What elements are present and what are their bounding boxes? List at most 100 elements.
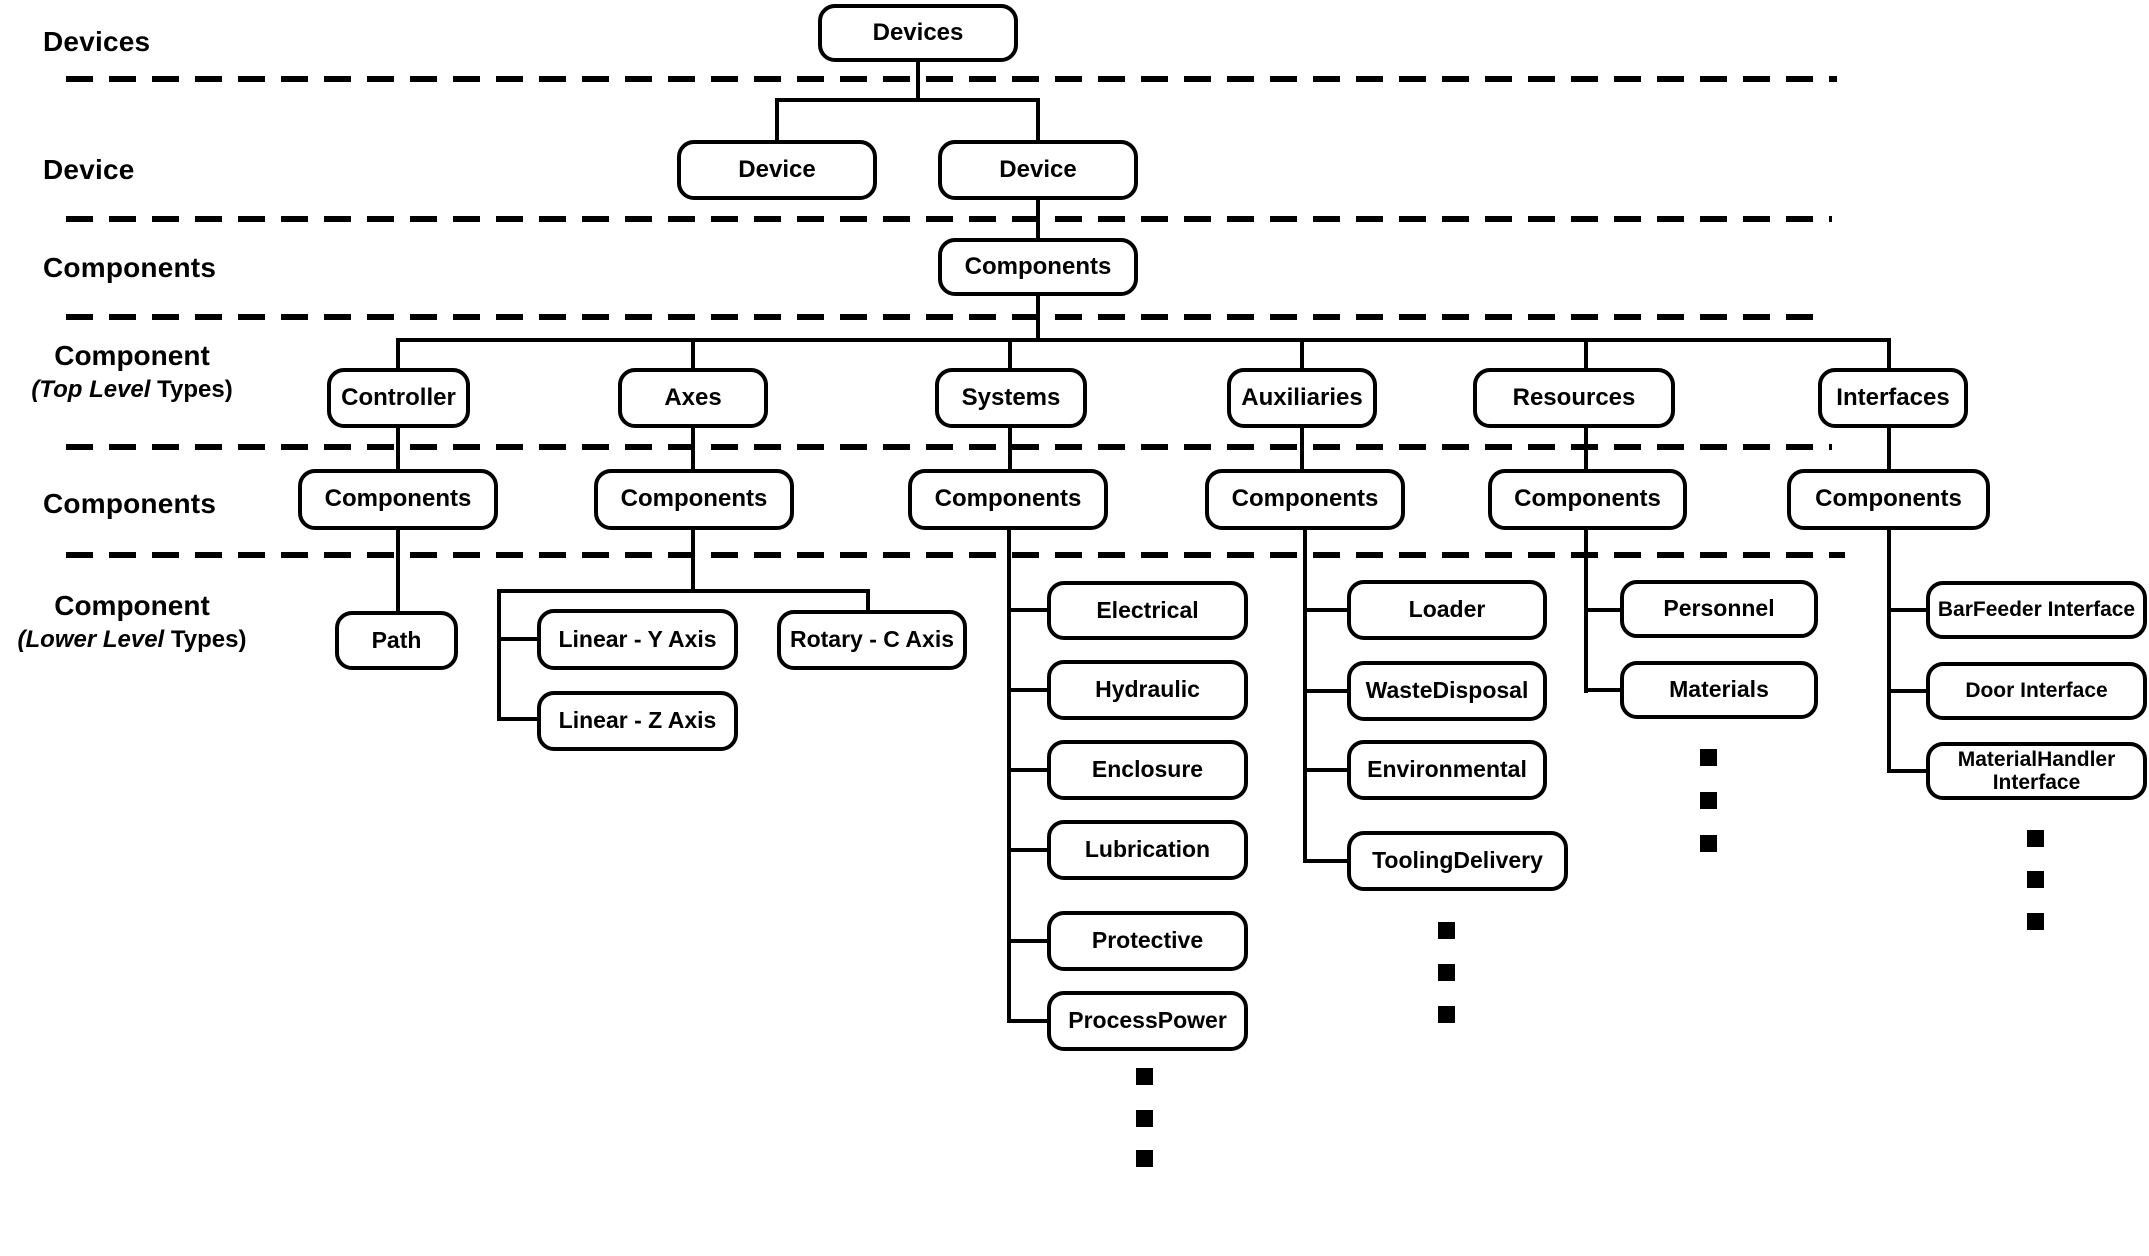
- more-indicator-dot-interfaces: [2027, 830, 2044, 847]
- row-label-devices: Devices: [43, 26, 151, 57]
- dashed-separator-1: [66, 76, 1837, 82]
- connector-line: [1584, 338, 1588, 372]
- connector-line: [396, 338, 400, 372]
- more-indicator-dot-systems: [1136, 1068, 1153, 1085]
- node-systems: Systems: [935, 368, 1087, 428]
- row-label-component-top-level: Component (Top Level Types): [2, 340, 262, 404]
- connector-line: [1007, 848, 1051, 852]
- connector-line: [497, 589, 870, 593]
- connector-line: [1887, 338, 1891, 372]
- connector-line: [1300, 426, 1304, 472]
- connector-line: [1887, 528, 1891, 773]
- connector-line: [1303, 859, 1351, 863]
- connector-line: [1584, 608, 1624, 612]
- node-interfaces: Interfaces: [1818, 368, 1968, 428]
- node-processpower: ProcessPower: [1047, 991, 1248, 1051]
- node-wastedisposal: WasteDisposal: [1347, 661, 1547, 721]
- connector-line: [396, 338, 1891, 342]
- connector-line: [1303, 768, 1351, 772]
- more-indicator-dot-systems: [1136, 1150, 1153, 1167]
- connector-line: [916, 60, 920, 100]
- node-barfeeder-interface: BarFeeder Interface: [1926, 581, 2147, 639]
- row-label-component-top-subtitle: (Top Level Types): [31, 376, 233, 403]
- node-environmental: Environmental: [1347, 740, 1547, 800]
- connector-line: [1303, 608, 1351, 612]
- connector-line: [497, 717, 541, 721]
- connector-line: [1303, 689, 1351, 693]
- more-indicator-dot-interfaces: [2027, 913, 2044, 930]
- connector-line: [1008, 338, 1012, 372]
- node-enclosure: Enclosure: [1047, 740, 1248, 800]
- node-device-1: Device: [677, 140, 877, 200]
- more-indicator-dot-auxiliaries: [1438, 964, 1455, 981]
- node-components-systems: Components: [908, 469, 1108, 530]
- node-components-interfaces: Components: [1787, 469, 1990, 530]
- node-path: Path: [335, 611, 458, 670]
- node-components-axes: Components: [594, 469, 794, 530]
- row-label-component-top-title: Component: [54, 340, 210, 371]
- connector-line: [1036, 294, 1040, 342]
- connector-line: [1007, 1019, 1051, 1023]
- row-label-device: Device: [43, 154, 135, 185]
- node-toolingdelivery: ToolingDelivery: [1347, 831, 1568, 891]
- node-personnel: Personnel: [1620, 580, 1818, 638]
- connector-line: [1887, 608, 1930, 612]
- connector-line: [1584, 688, 1624, 692]
- row-label-component-lower-title: Component: [54, 590, 210, 621]
- more-indicator-dot-resources: [1700, 792, 1717, 809]
- node-protective: Protective: [1047, 911, 1248, 971]
- row-label-components-2: Components: [43, 488, 217, 519]
- connector-line: [1036, 98, 1040, 142]
- connector-line: [1007, 768, 1051, 772]
- more-indicator-dot-auxiliaries: [1438, 922, 1455, 939]
- dashed-separator-4: [66, 444, 1832, 450]
- dashed-separator-3: [66, 314, 1818, 320]
- more-indicator-dot-interfaces: [2027, 871, 2044, 888]
- node-rotary-c-axis: Rotary - C Axis: [777, 610, 967, 670]
- node-materials: Materials: [1620, 661, 1818, 719]
- connector-line: [497, 589, 501, 721]
- more-indicator-dot-auxiliaries: [1438, 1006, 1455, 1023]
- dashed-separator-5: [66, 552, 1845, 558]
- connector-line: [396, 528, 400, 614]
- node-materialhandler-interface: MaterialHandler Interface: [1926, 742, 2147, 800]
- connector-line: [396, 426, 400, 472]
- node-linear-y-axis: Linear - Y Axis: [537, 609, 738, 670]
- connector-line: [1303, 528, 1307, 863]
- node-resources: Resources: [1473, 368, 1675, 428]
- connector-line: [775, 98, 1040, 102]
- more-indicator-dot-systems: [1136, 1110, 1153, 1127]
- more-indicator-dot-resources: [1700, 749, 1717, 766]
- node-devices: Devices: [818, 4, 1018, 62]
- connector-line: [1036, 198, 1040, 240]
- dashed-separator-2: [66, 216, 1832, 222]
- connector-line: [866, 589, 870, 614]
- node-lubrication: Lubrication: [1047, 820, 1248, 880]
- node-device-2: Device: [938, 140, 1138, 200]
- row-label-components-1: Components: [43, 252, 217, 283]
- node-components-auxiliaries: Components: [1205, 469, 1405, 530]
- connector-line: [691, 338, 695, 372]
- connector-line: [1300, 338, 1304, 372]
- connector-line: [775, 98, 779, 142]
- connector-line: [497, 637, 541, 641]
- node-axes: Axes: [618, 368, 768, 428]
- connector-line: [1887, 769, 1930, 773]
- node-components-resources: Components: [1488, 469, 1687, 530]
- connector-line: [691, 426, 695, 472]
- connector-line: [1007, 528, 1011, 1023]
- connector-line: [1584, 426, 1588, 472]
- row-label-component-lower-level: Component (Lower Level Types): [2, 590, 262, 654]
- node-loader: Loader: [1347, 580, 1547, 640]
- connector-line: [1008, 426, 1012, 472]
- connector-line: [1887, 689, 1930, 693]
- node-components-root: Components: [938, 238, 1138, 296]
- connector-line: [1007, 608, 1051, 612]
- connector-line: [691, 528, 695, 592]
- node-electrical: Electrical: [1047, 581, 1248, 640]
- node-components-controller: Components: [298, 469, 498, 530]
- more-indicator-dot-resources: [1700, 835, 1717, 852]
- node-hydraulic: Hydraulic: [1047, 660, 1248, 720]
- node-controller: Controller: [327, 368, 470, 428]
